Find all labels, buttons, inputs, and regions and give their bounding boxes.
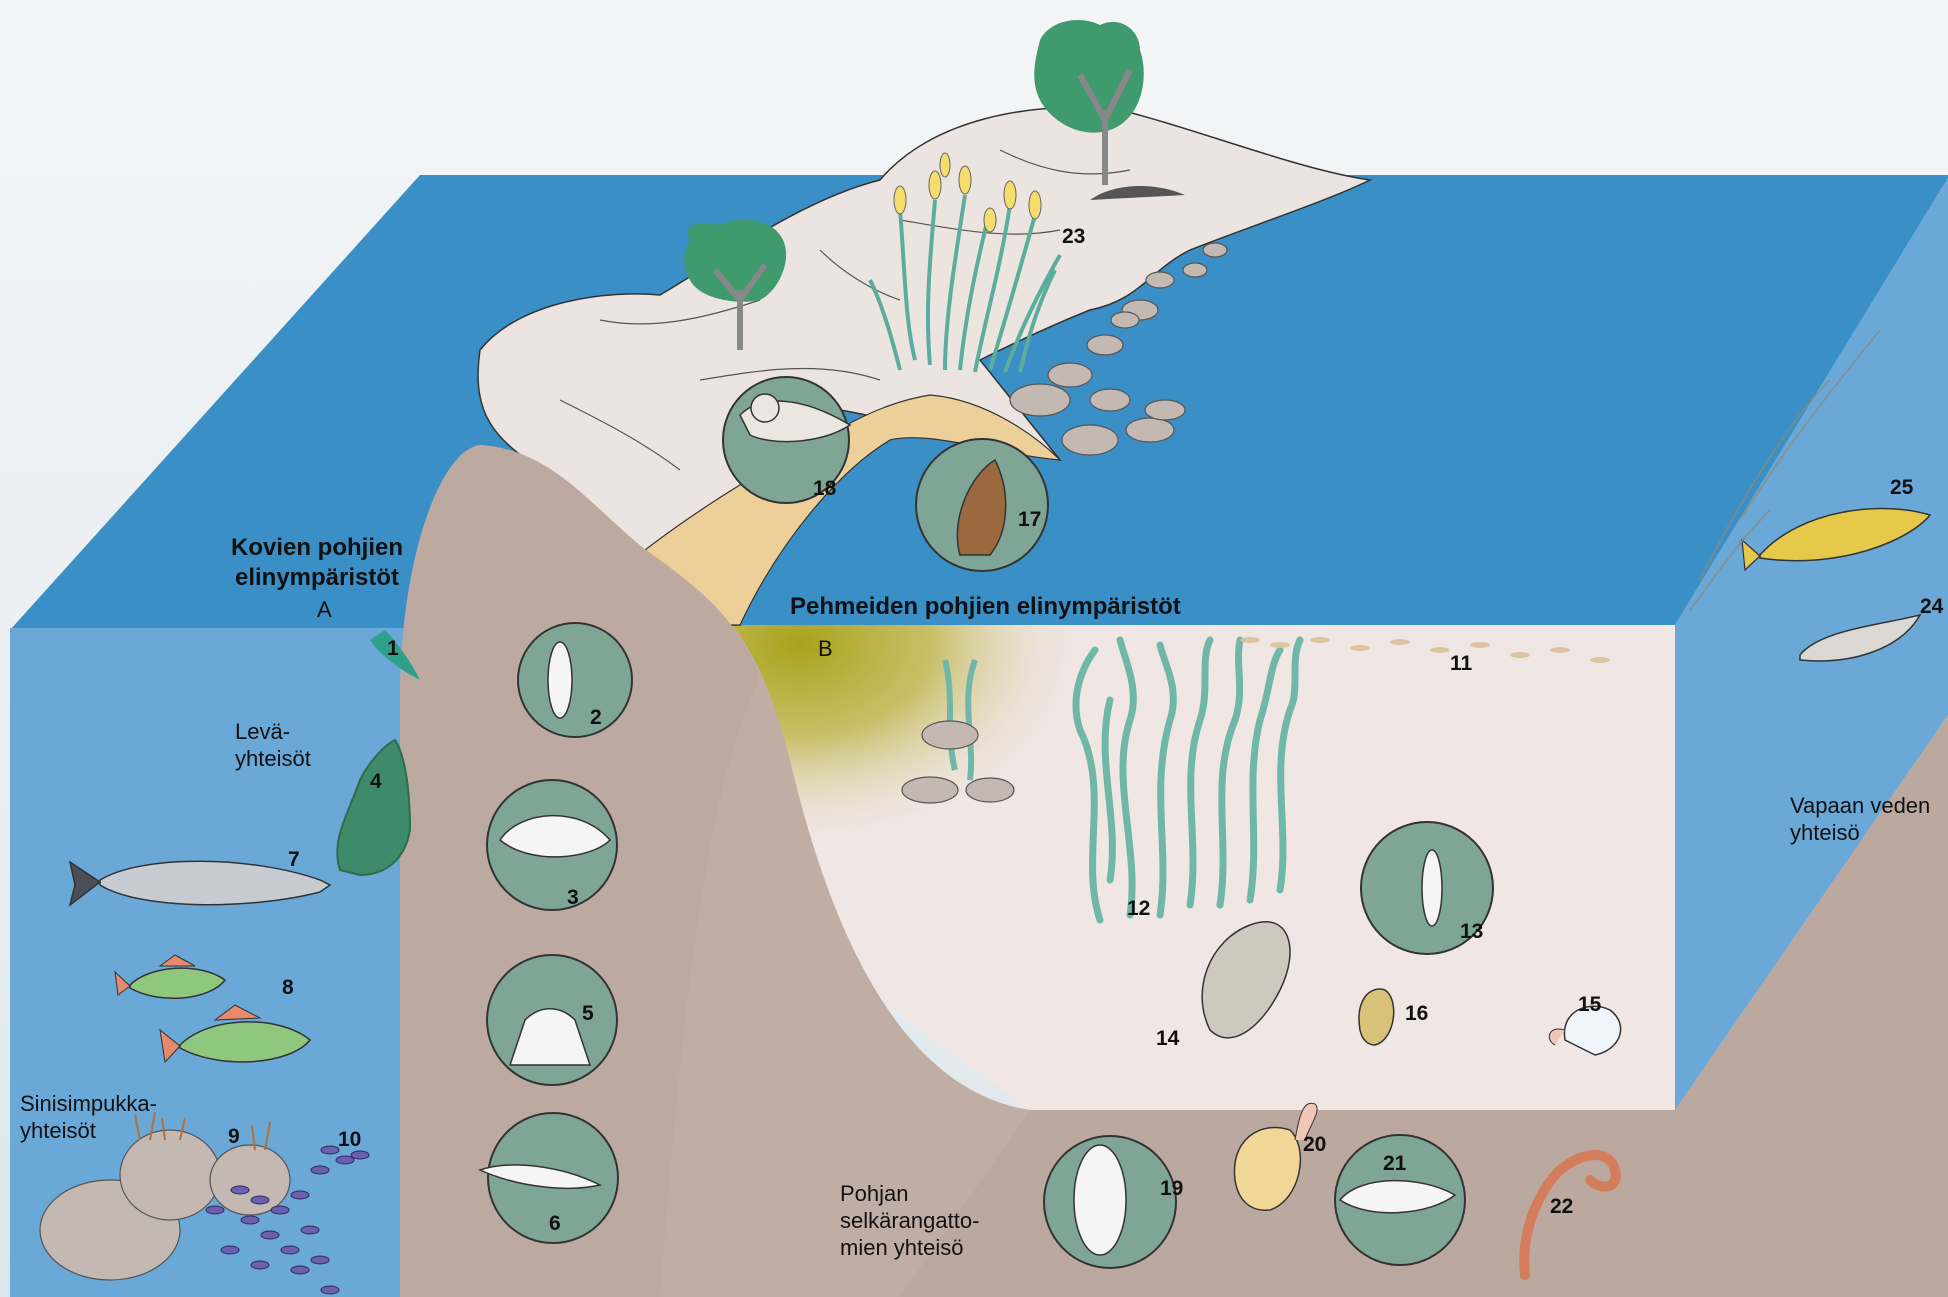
number-1: 1 [387, 637, 399, 661]
number-12: 12 [1127, 897, 1150, 921]
number-8: 8 [282, 976, 294, 1000]
number-22: 22 [1550, 1195, 1573, 1219]
circle-19-saduria [1044, 1136, 1176, 1268]
open-water-community-label: Vapaan veden yhteisö [1790, 792, 1930, 846]
number-5: 5 [582, 1002, 594, 1026]
invertebrate-label-line3: mien yhteisö [840, 1234, 979, 1261]
number-16: 16 [1405, 1002, 1428, 1026]
algae-label-line1: Levä- [235, 718, 311, 745]
number-7: 7 [288, 848, 300, 872]
circle-5-barnacle [487, 955, 617, 1085]
soft-bottom-letter: B [818, 635, 833, 662]
number-3: 3 [567, 886, 579, 910]
number-23: 23 [1062, 225, 1085, 249]
algae-label-line2: yhteisöt [235, 745, 311, 772]
hard-bottom-letter: A [317, 596, 332, 623]
number-13: 13 [1460, 920, 1483, 944]
mussel-community-label: Sinisimpukka- yhteisöt [20, 1090, 157, 1144]
number-14: 14 [1156, 1027, 1179, 1051]
number-10: 10 [338, 1128, 361, 1152]
hard-bottom-label-line2: elinympäristöt [212, 563, 422, 593]
number-17: 17 [1018, 508, 1041, 532]
number-19: 19 [1160, 1177, 1183, 1201]
circle-2-isopod [518, 623, 632, 737]
number-24: 24 [1920, 595, 1943, 619]
invertebrate-community-label: Pohjan selkärangatto- mien yhteisö [840, 1180, 979, 1261]
number-20: 20 [1303, 1133, 1326, 1157]
circle-17-snail [916, 439, 1048, 571]
mussel-label-line2: yhteisöt [20, 1117, 157, 1144]
number-11: 11 [1450, 652, 1472, 676]
open-water-label-line2: yhteisö [1790, 819, 1930, 846]
number-25: 25 [1890, 476, 1913, 500]
number-6: 6 [549, 1212, 561, 1236]
number-18: 18 [813, 477, 836, 501]
number-15: 15 [1578, 993, 1601, 1017]
circle-3-amphipod [487, 780, 617, 910]
hard-bottom-label-line1: Kovien pohjien [212, 533, 422, 563]
soft-bottom-label: Pehmeiden pohjien elinympäristöt [790, 592, 1181, 622]
mussel-label-line1: Sinisimpukka- [20, 1090, 157, 1117]
open-water-label-line1: Vapaan veden [1790, 792, 1930, 819]
number-4: 4 [370, 770, 382, 794]
algae-community-label: Levä- yhteisöt [235, 718, 311, 772]
number-9: 9 [228, 1125, 240, 1149]
invertebrate-label-line1: Pohjan [840, 1180, 979, 1207]
invertebrate-label-line2: selkärangatto- [840, 1207, 979, 1234]
hard-bottom-label: Kovien pohjien elinympäristöt [212, 533, 422, 593]
number-2: 2 [590, 706, 602, 730]
number-21: 21 [1383, 1152, 1406, 1176]
